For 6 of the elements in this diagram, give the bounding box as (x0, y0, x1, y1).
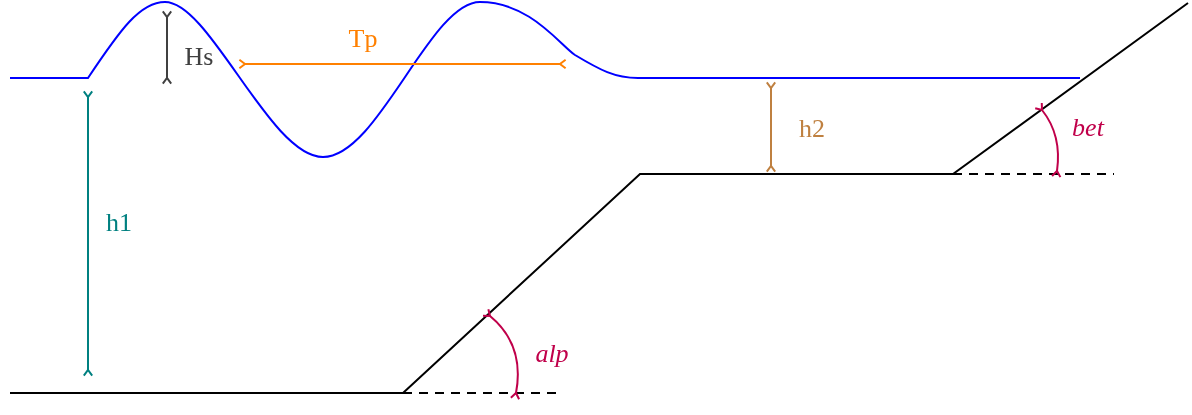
dimension-label: bet (1072, 113, 1104, 143)
dimension-label: alp (535, 339, 569, 369)
dimension-label: h2 (799, 114, 825, 144)
dimension-label: h1 (106, 208, 132, 238)
dimension-label: Hs (184, 42, 214, 72)
dimension-label: Tp (348, 24, 378, 54)
